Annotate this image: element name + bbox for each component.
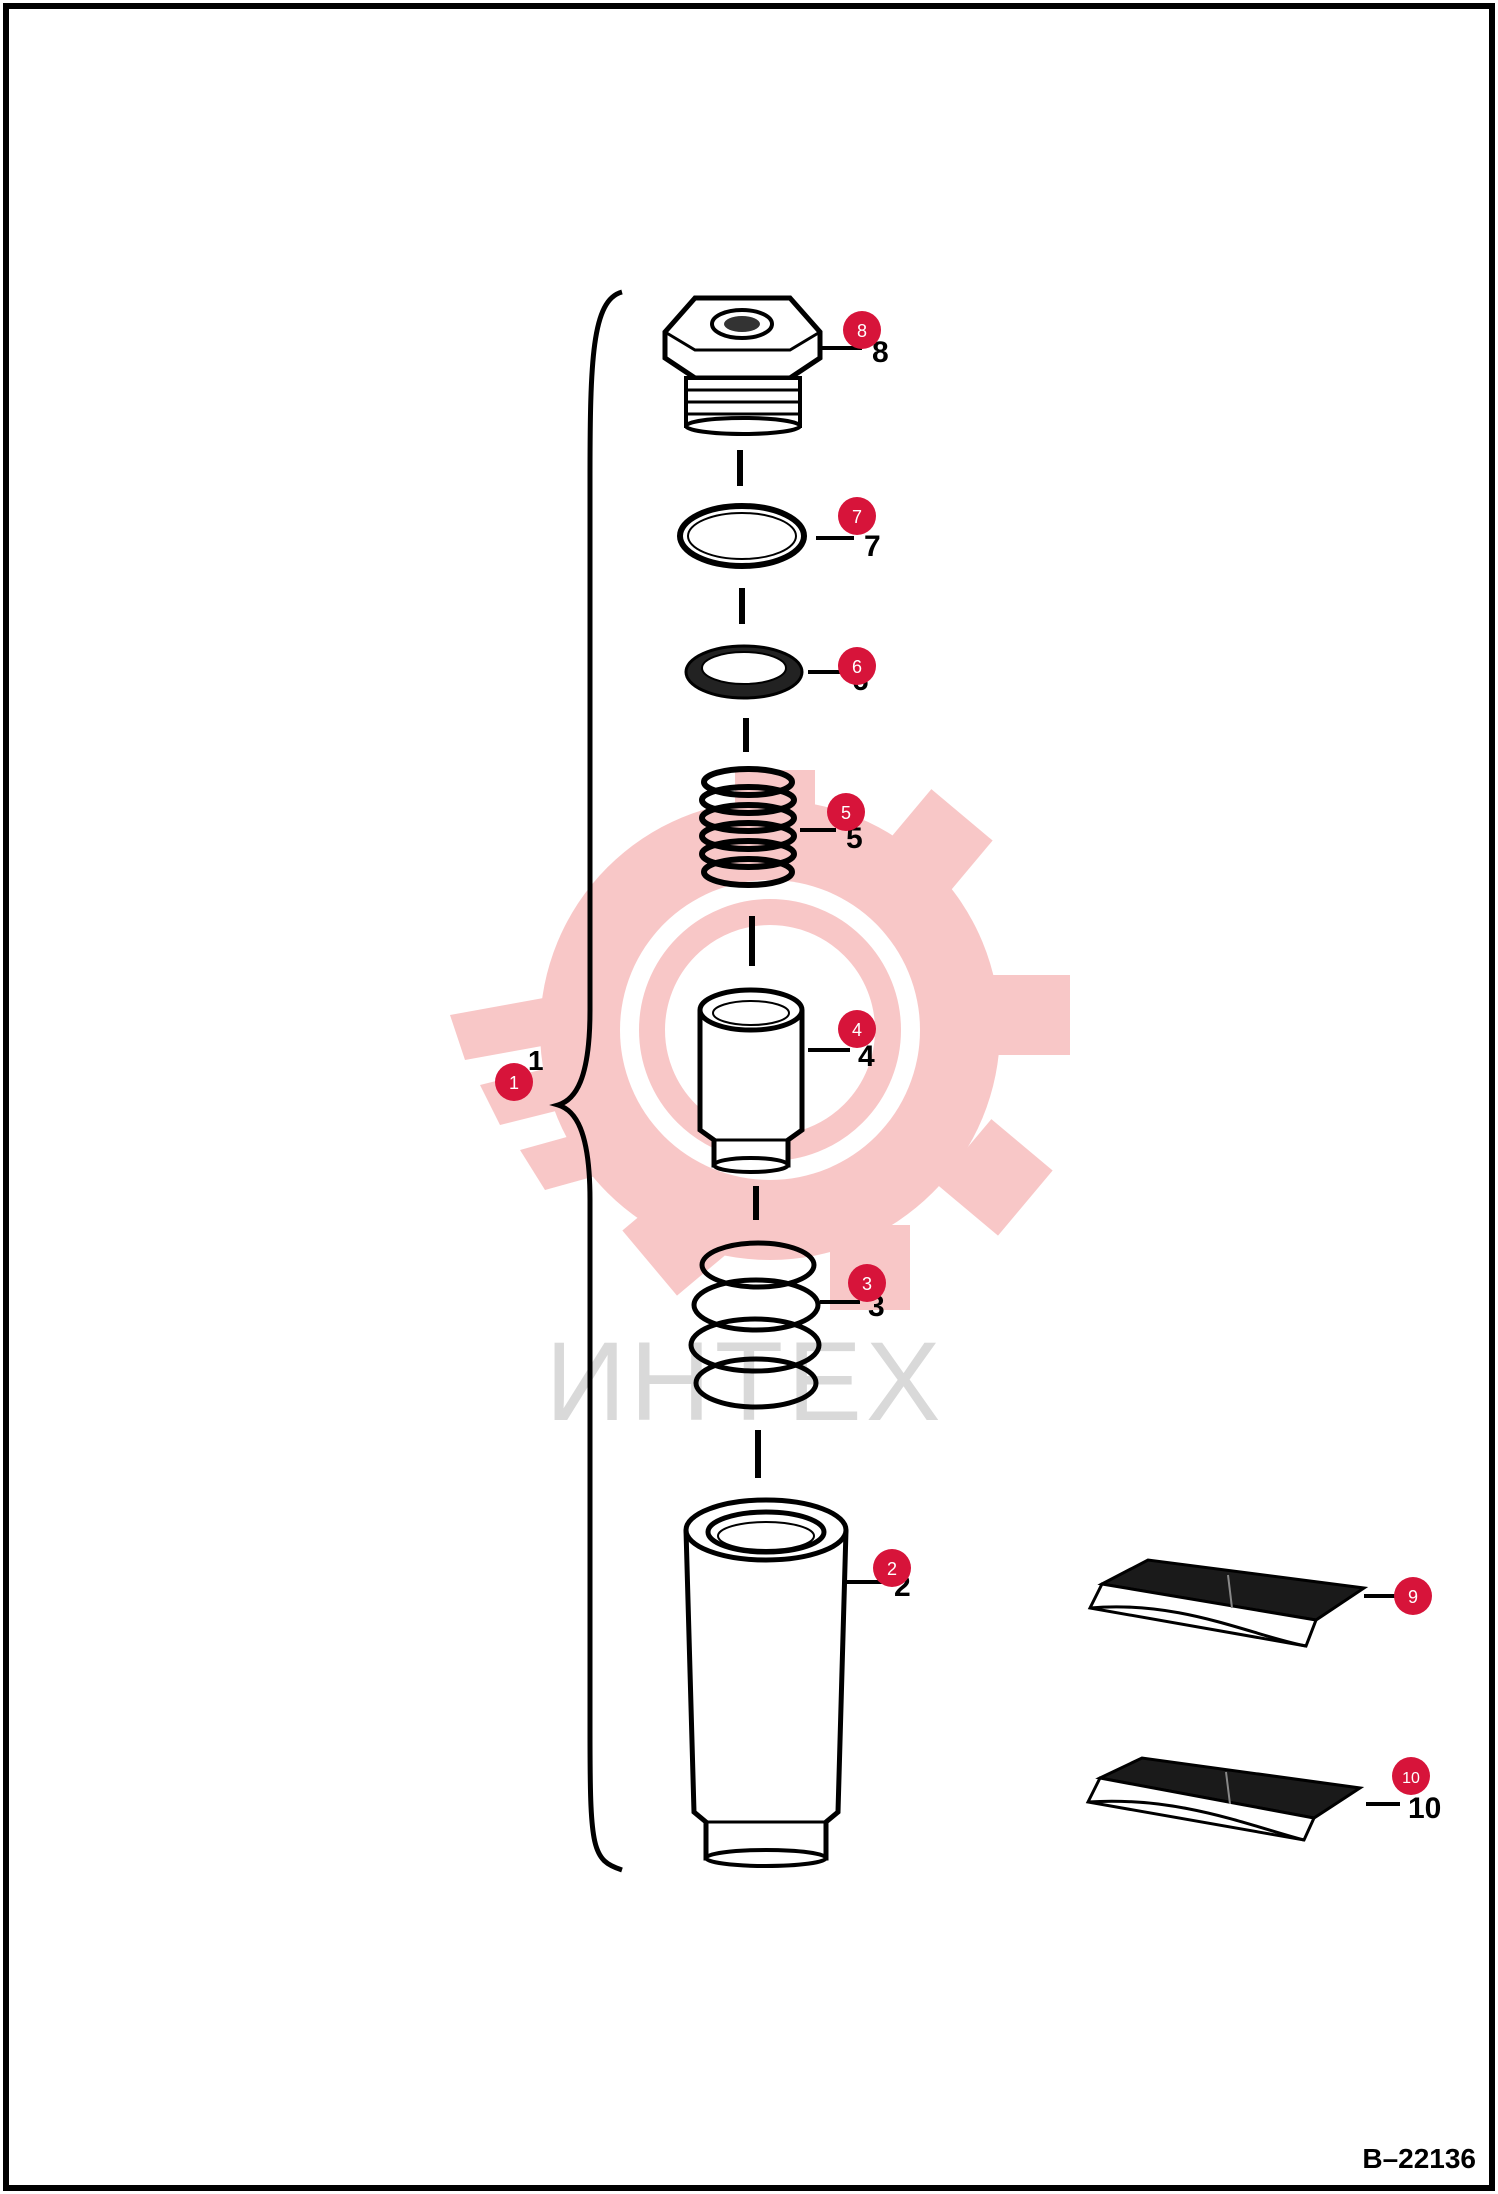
part-badge-9[interactable]: 9 xyxy=(1394,1577,1432,1615)
callout-number-10: 10 xyxy=(1408,1792,1441,1825)
part-badge-6[interactable]: 6 xyxy=(838,647,876,685)
svg-text:8: 8 xyxy=(857,321,867,341)
part-badge-8[interactable]: 8 xyxy=(843,311,881,349)
part-10-label-strip[interactable] xyxy=(1085,1756,1365,1842)
part-badge-3[interactable]: 3 xyxy=(848,1264,886,1302)
callout-number-1: 1 xyxy=(528,1045,544,1076)
callout-number-8: 8 xyxy=(872,336,889,369)
part-8-hex-plug[interactable] xyxy=(662,295,823,436)
svg-text:2: 2 xyxy=(887,1559,897,1579)
svg-text:4: 4 xyxy=(852,1020,862,1040)
svg-text:1: 1 xyxy=(509,1073,519,1093)
part-9-label-strip[interactable] xyxy=(1087,1558,1369,1648)
svg-text:7: 7 xyxy=(852,507,862,527)
part-badge-5[interactable]: 5 xyxy=(827,793,865,831)
svg-text:5: 5 xyxy=(841,803,851,823)
part-badge-7[interactable]: 7 xyxy=(838,497,876,535)
part-3-large-spring[interactable] xyxy=(688,1240,822,1410)
part-badge-10[interactable]: 10 xyxy=(1392,1757,1430,1795)
part-5-small-spring[interactable] xyxy=(699,766,797,888)
part-6-seal-ring[interactable] xyxy=(684,644,804,700)
part-badge-4[interactable]: 4 xyxy=(838,1010,876,1048)
callout-number-4: 4 xyxy=(858,1040,875,1073)
callout-number-7: 7 xyxy=(864,530,881,563)
part-badge-1[interactable]: 1 xyxy=(495,1063,533,1101)
svg-text:6: 6 xyxy=(852,657,862,677)
figure-id: B–22136 xyxy=(1362,2143,1476,2174)
svg-text:9: 9 xyxy=(1408,1587,1418,1607)
svg-text:10: 10 xyxy=(1402,1770,1420,1787)
svg-text:3: 3 xyxy=(862,1274,872,1294)
assembly-bracket xyxy=(549,289,623,1873)
watermark-text: ИНТЕХ xyxy=(545,1319,944,1444)
part-badge-2[interactable]: 2 xyxy=(873,1549,911,1587)
leader-lines xyxy=(800,346,1400,1806)
part-4-poppet[interactable] xyxy=(697,987,805,1174)
part-7-o-ring[interactable] xyxy=(677,503,807,569)
part-2-body[interactable] xyxy=(683,1497,849,1868)
